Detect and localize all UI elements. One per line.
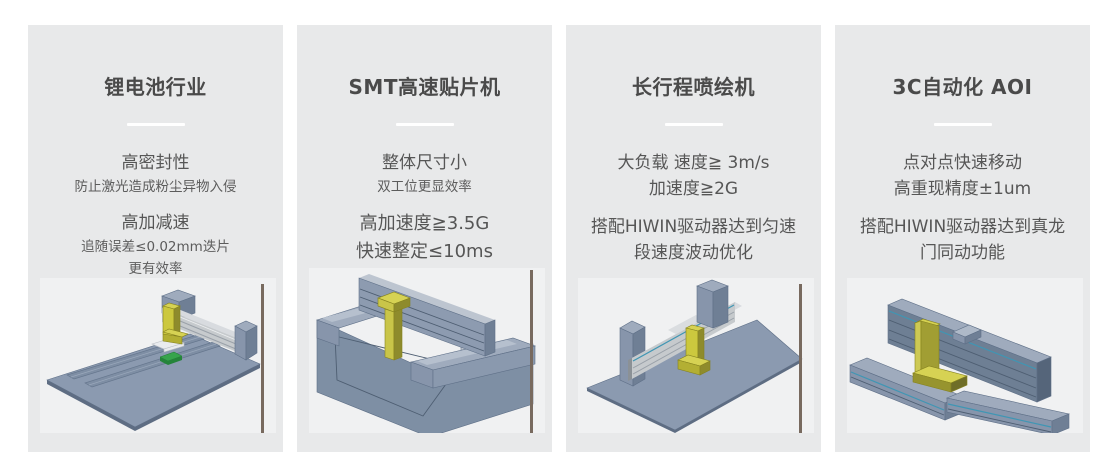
machine-render <box>578 278 814 433</box>
feature-line: 段速度波动优化 <box>634 243 753 263</box>
feature-text-block: 整体尺寸小 双工位更显效率 高加速度≧3.5G 快速整定≤10ms <box>297 150 552 266</box>
feature-line: 追随误差≤0.02mm迭片 <box>81 239 230 255</box>
machine-render <box>40 278 276 433</box>
card-title: 长行程喷绘机 <box>632 75 755 99</box>
title-divider <box>933 123 992 126</box>
feature-line: 点对点快速移动 <box>903 153 1022 173</box>
machine-3d-illustration <box>316 274 537 433</box>
feature-line: 搭配HIWIN驱动器达到匀速 <box>590 217 797 237</box>
card-smt-high-speed-mounter: SMT高速贴片机 整体尺寸小 双工位更显效率 高加速度≧3.5G 快速整定≤10… <box>297 25 552 452</box>
feature-line: 更有效率 <box>128 261 183 277</box>
machine-3d-illustration <box>586 279 803 433</box>
render-border-line <box>799 284 802 433</box>
feature-line: 高加减速 <box>121 213 190 233</box>
feature-line: 双工位更显效率 <box>377 179 472 195</box>
feature-line: 高密封性 <box>121 153 190 173</box>
render-border-line <box>530 270 533 433</box>
feature-line: 高加速度≧3.5G <box>359 213 490 234</box>
card-title: SMT高速贴片机 <box>348 75 501 99</box>
machine-3d-illustration <box>849 298 1071 433</box>
feature-line: 整体尺寸小 <box>382 153 467 173</box>
feature-text-block: 点对点快速移动 高重现精度±1um 搭配HIWIN驱动器达到真龙 门同动功能 <box>835 150 1090 266</box>
feature-line: 快速整定≤10ms <box>356 241 493 262</box>
machine-3d-illustration <box>46 289 261 431</box>
feature-line: 搭配HIWIN驱动器达到真龙 <box>859 217 1066 237</box>
card-3c-automation-aoi: 3C自动化 AOI 点对点快速移动 高重现精度±1um 搭配HIWIN驱动器达到… <box>835 25 1090 452</box>
feature-line: 高重现精度±1um <box>893 179 1032 199</box>
title-divider <box>126 123 185 126</box>
title-divider <box>395 123 454 126</box>
feature-text-block: 大负载 速度≧ 3m/s 加速度≧2G 搭配HIWIN驱动器达到匀速 段速度波动… <box>566 150 821 266</box>
industry-cards-strip: 锂电池行业 高密封性 防止激光造成粉尘异物入侵 高加减速 追随误差≤0.02mm… <box>28 25 1090 452</box>
feature-line: 加速度≧2G <box>648 179 739 199</box>
title-divider <box>664 123 723 126</box>
card-lithium-battery-industry: 锂电池行业 高密封性 防止激光造成粉尘异物入侵 高加减速 追随误差≤0.02mm… <box>28 25 283 452</box>
feature-line: 大负载 速度≧ 3m/s <box>617 153 770 173</box>
machine-render <box>309 268 545 433</box>
card-title: 锂电池行业 <box>104 75 207 99</box>
card-long-stroke-inkjet-printer: 长行程喷绘机 大负载 速度≧ 3m/s 加速度≧2G 搭配HIWIN驱动器达到匀… <box>566 25 821 452</box>
card-title: 3C自动化 AOI <box>892 75 1033 99</box>
feature-line: 门同动功能 <box>920 243 1005 263</box>
feature-line: 防止激光造成粉尘异物入侵 <box>74 179 237 195</box>
render-border-line <box>261 284 264 433</box>
feature-text-block: 高密封性 防止激光造成粉尘异物入侵 高加减速 追随误差≤0.02mm迭片 更有效… <box>28 150 283 280</box>
machine-render <box>847 278 1083 433</box>
